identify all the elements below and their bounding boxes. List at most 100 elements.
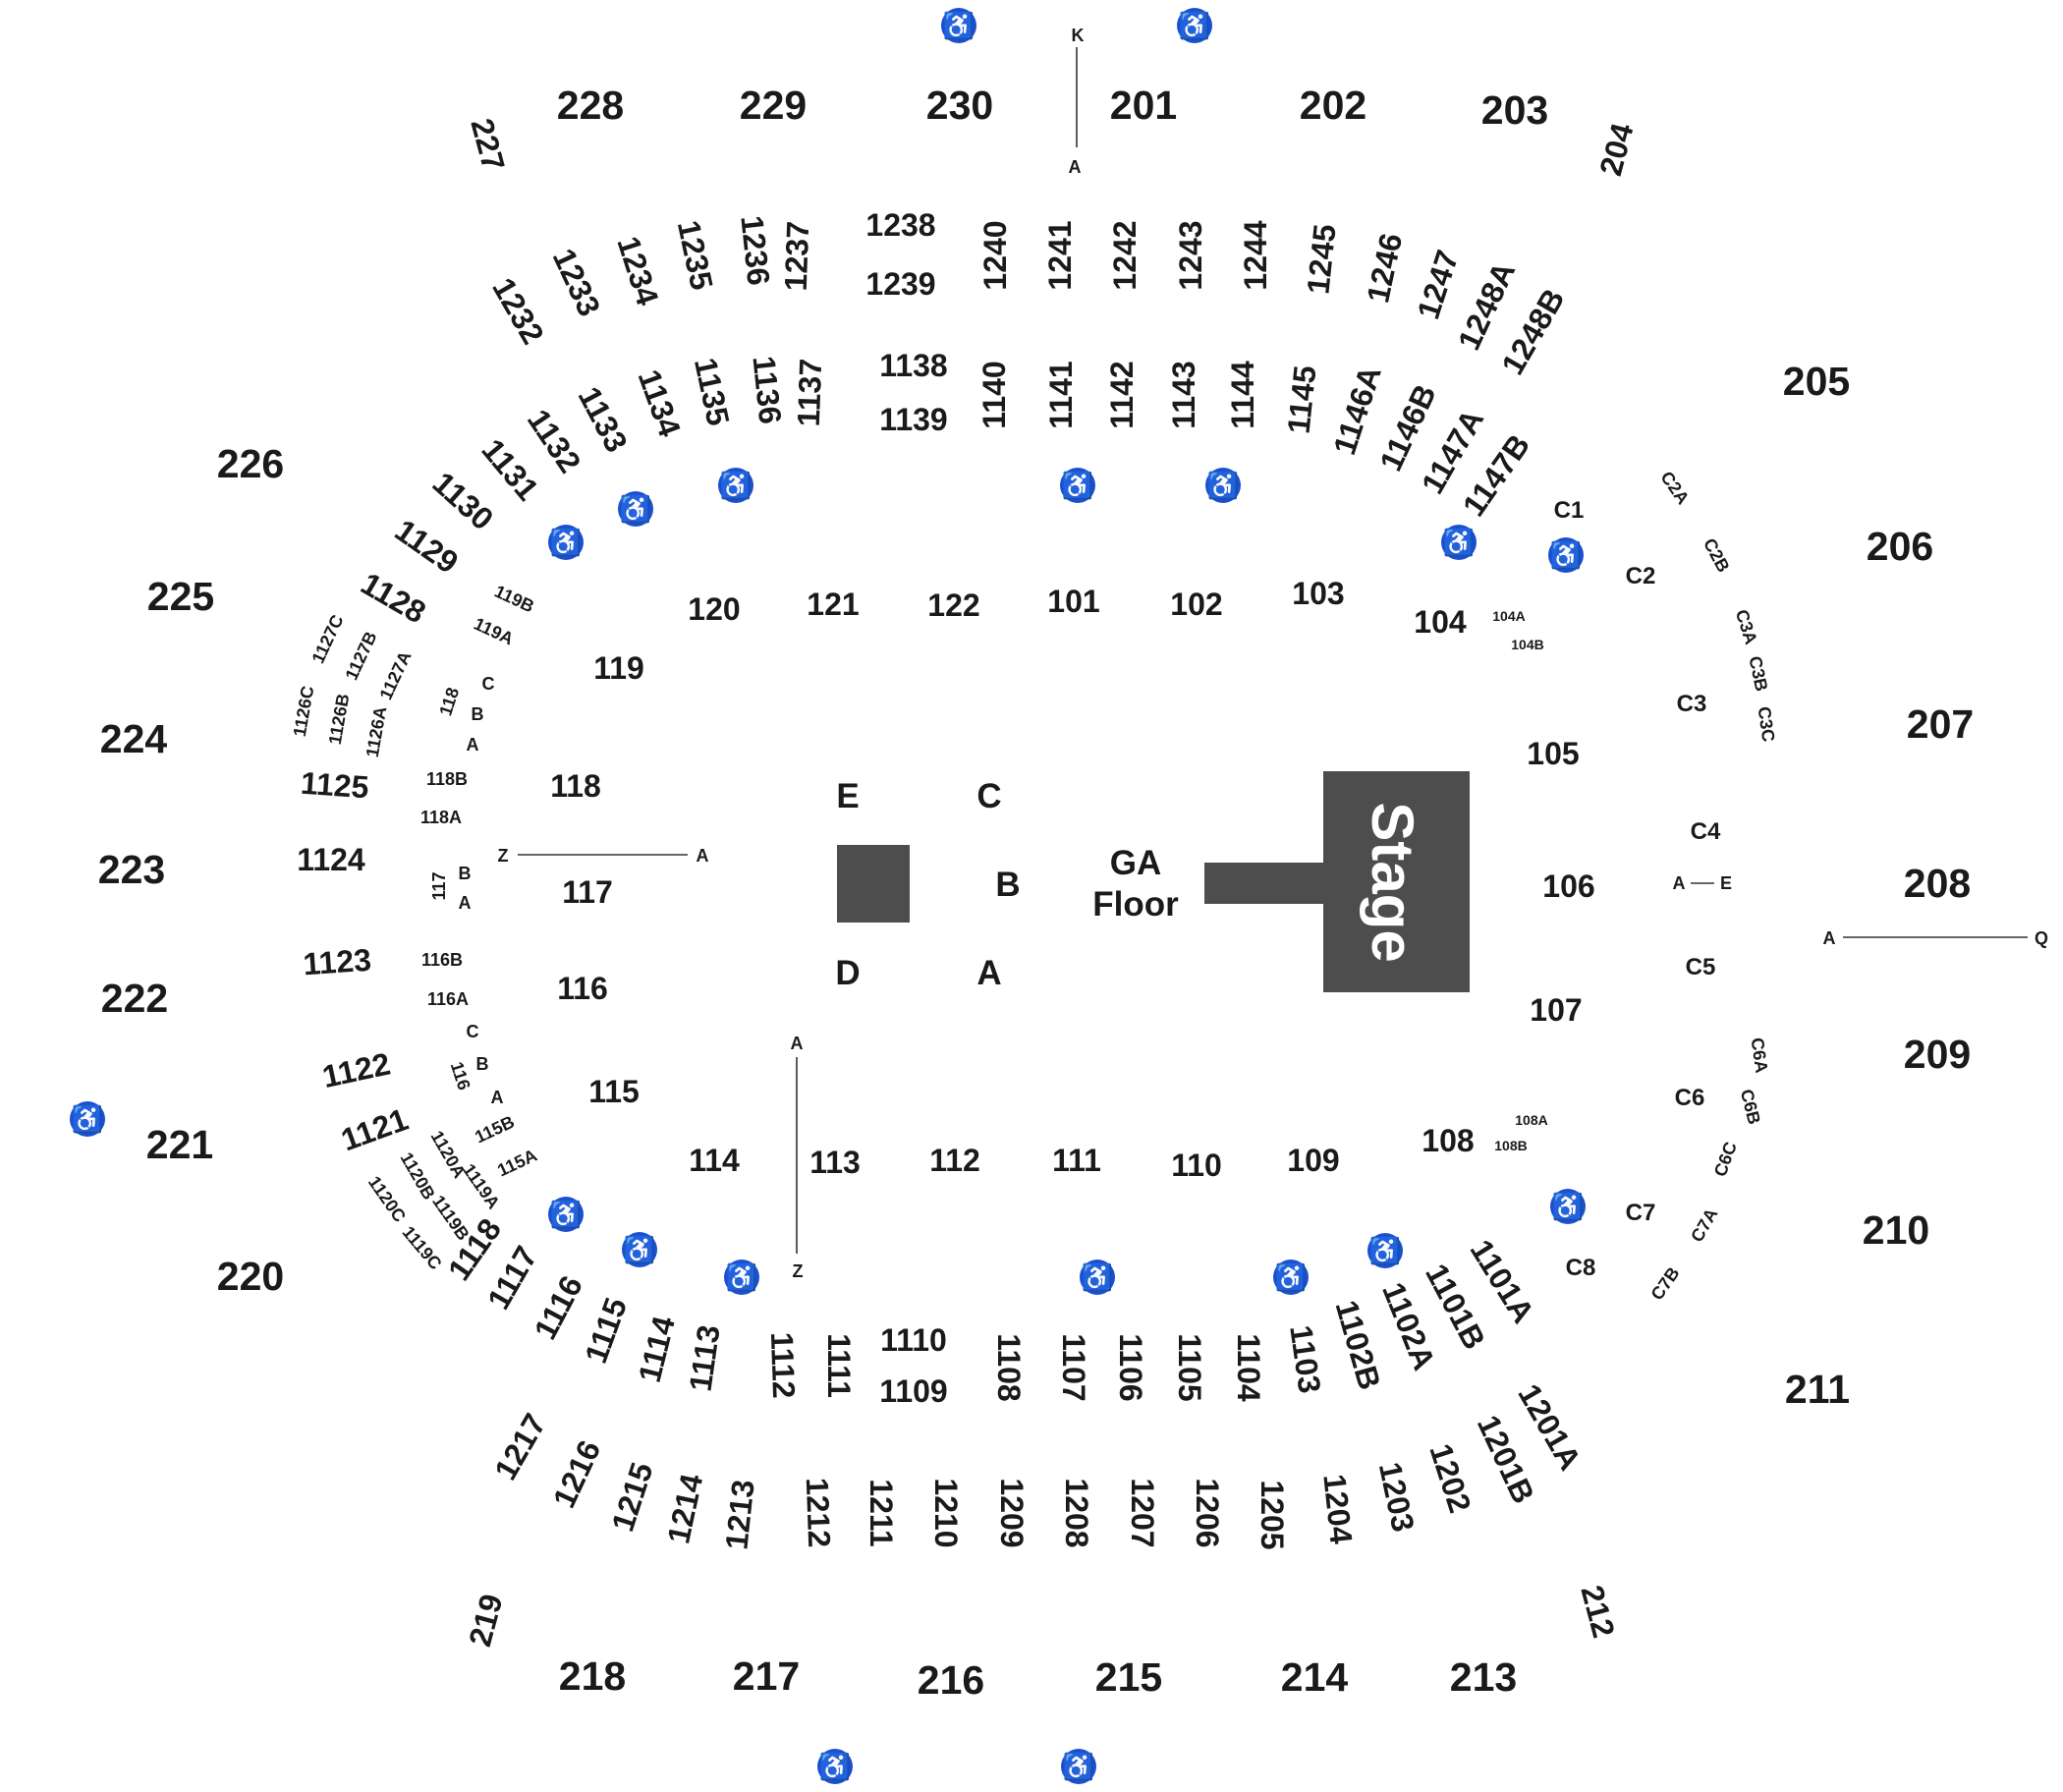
section-217[interactable]: 217 [733,1653,800,1699]
section-1121[interactable]: 1121 [336,1101,413,1158]
section-1237[interactable]: 1237 [778,220,815,291]
section-1232[interactable]: 1232 [485,272,551,351]
wheelchair-icon[interactable]: ♿ [548,525,584,560]
section-119B[interactable]: 119B [491,582,537,617]
wheelchair-icon[interactable]: ♿ [618,491,653,527]
section-222[interactable]: 222 [101,976,168,1021]
wheelchair-icon[interactable]: ♿ [1061,1749,1096,1784]
section-228[interactable]: 228 [557,83,624,128]
section-1240[interactable]: 1240 [977,220,1013,290]
section-220[interactable]: 220 [217,1254,284,1299]
section-1120C[interactable]: 1120C [364,1172,410,1225]
section-C6A[interactable]: C6A [1748,1036,1772,1074]
section-1128[interactable]: 1128 [355,566,431,631]
section-1247[interactable]: 1247 [1410,246,1465,323]
section-101[interactable]: 101 [1047,584,1099,619]
section-C5[interactable]: C5 [1686,954,1716,980]
section-1127B[interactable]: 1127B [341,629,380,684]
section-1243[interactable]: 1243 [1173,220,1208,290]
section-1129[interactable]: 1129 [389,512,466,580]
section-1127A[interactable]: 1127A [375,648,415,703]
section-1206[interactable]: 1206 [1190,1478,1225,1547]
section-1208[interactable]: 1208 [1059,1478,1094,1547]
section-C3A[interactable]: C3A [1732,607,1761,646]
section-1145[interactable]: 1145 [1281,364,1323,435]
wheelchair-icon[interactable]: ♿ [1367,1233,1403,1268]
section-1114[interactable]: 1114 [632,1313,682,1386]
section-1106[interactable]: 1106 [1113,1333,1148,1401]
section-1139[interactable]: 1139 [879,402,947,437]
section-C8[interactable]: C8 [1566,1255,1596,1281]
section-106[interactable]: 106 [1542,868,1594,904]
section-C7A[interactable]: C7A [1687,1204,1721,1245]
wheelchair-icon[interactable]: ♿ [548,1197,584,1232]
section-1140[interactable]: 1140 [976,361,1012,428]
section-116A[interactable]: 116A [427,989,469,1009]
section-103[interactable]: 103 [1292,576,1344,611]
section-121[interactable]: 121 [807,587,859,622]
section-C2[interactable]: C2 [1626,563,1656,589]
section-1215[interactable]: 1215 [604,1458,659,1536]
section-1126A[interactable]: 1126A [362,705,391,759]
section-C6B[interactable]: C6B [1737,1088,1764,1127]
section-1122[interactable]: 1122 [319,1045,393,1094]
section-C2A[interactable]: C2A [1656,468,1693,508]
section-1126B[interactable]: 1126B [325,693,354,747]
section-1134[interactable]: 1134 [632,364,689,441]
section-1133[interactable]: 1133 [572,381,635,458]
section-1142[interactable]: 1142 [1104,361,1140,428]
wheelchair-icon[interactable]: ♿ [941,8,976,43]
section-211[interactable]: 211 [1785,1367,1850,1412]
section-104A[interactable]: 104A [1492,608,1525,624]
wheelchair-icon[interactable]: ♿ [1548,537,1584,573]
section-201[interactable]: 201 [1110,83,1177,128]
wheelchair-icon[interactable]: ♿ [1080,1260,1115,1295]
section-119[interactable]: 119 [593,650,644,686]
section-1119C[interactable]: 1119C [399,1222,446,1273]
section-1141[interactable]: 1141 [1043,361,1079,428]
section-226[interactable]: 226 [217,441,284,486]
section-C3B[interactable]: C3B [1745,654,1771,693]
section-221[interactable]: 221 [146,1122,213,1167]
section-1115[interactable]: 1115 [578,1293,634,1368]
section-218[interactable]: 218 [559,1653,626,1699]
section-109[interactable]: 109 [1287,1143,1339,1178]
section-204[interactable]: 204 [1592,120,1641,180]
section-C6C[interactable]: C6C [1710,1140,1741,1180]
section-1233[interactable]: 1233 [546,243,608,321]
section-1107[interactable]: 1107 [1056,1333,1091,1401]
section-225[interactable]: 225 [147,574,214,619]
section-C3[interactable]: C3 [1677,691,1707,717]
section-1130[interactable]: 1130 [426,465,501,536]
section-1245[interactable]: 1245 [1300,223,1342,297]
floor-section-b[interactable]: B [995,866,1020,904]
section-219[interactable]: 219 [462,1591,510,1651]
wheelchair-icon[interactable]: ♿ [724,1260,759,1295]
section-1143[interactable]: 1143 [1166,361,1201,428]
section-C7B[interactable]: C7B [1647,1263,1684,1304]
section-1241[interactable]: 1241 [1042,220,1078,290]
section-1135[interactable]: 1135 [688,355,737,428]
section-205[interactable]: 205 [1783,359,1850,404]
section-C3C[interactable]: C3C [1755,705,1779,743]
wheelchair-icon[interactable]: ♿ [1441,525,1477,560]
wheelchair-icon[interactable]: ♿ [70,1101,105,1137]
section-1116[interactable]: 1116 [528,1270,590,1346]
section-107[interactable]: 107 [1530,992,1582,1028]
section-1210[interactable]: 1210 [928,1478,964,1547]
section-223[interactable]: 223 [98,847,165,892]
section-C7[interactable]: C7 [1626,1200,1656,1226]
floor-section-c[interactable]: C [976,777,1001,815]
section-C2B[interactable]: C2B [1700,535,1734,576]
section-1214[interactable]: 1214 [660,1471,709,1546]
section-1244[interactable]: 1244 [1238,220,1273,290]
section-117[interactable]: 117 [562,874,613,910]
section-111[interactable]: 111 [1052,1143,1101,1178]
section-1239[interactable]: 1239 [865,266,935,302]
section-C4[interactable]: C4 [1691,818,1721,845]
section-230[interactable]: 230 [926,83,993,128]
section-115[interactable]: 115 [588,1074,640,1109]
section-1126C[interactable]: 1126C [290,685,318,739]
section-1209[interactable]: 1209 [994,1478,1030,1547]
section-113[interactable]: 113 [809,1145,861,1180]
